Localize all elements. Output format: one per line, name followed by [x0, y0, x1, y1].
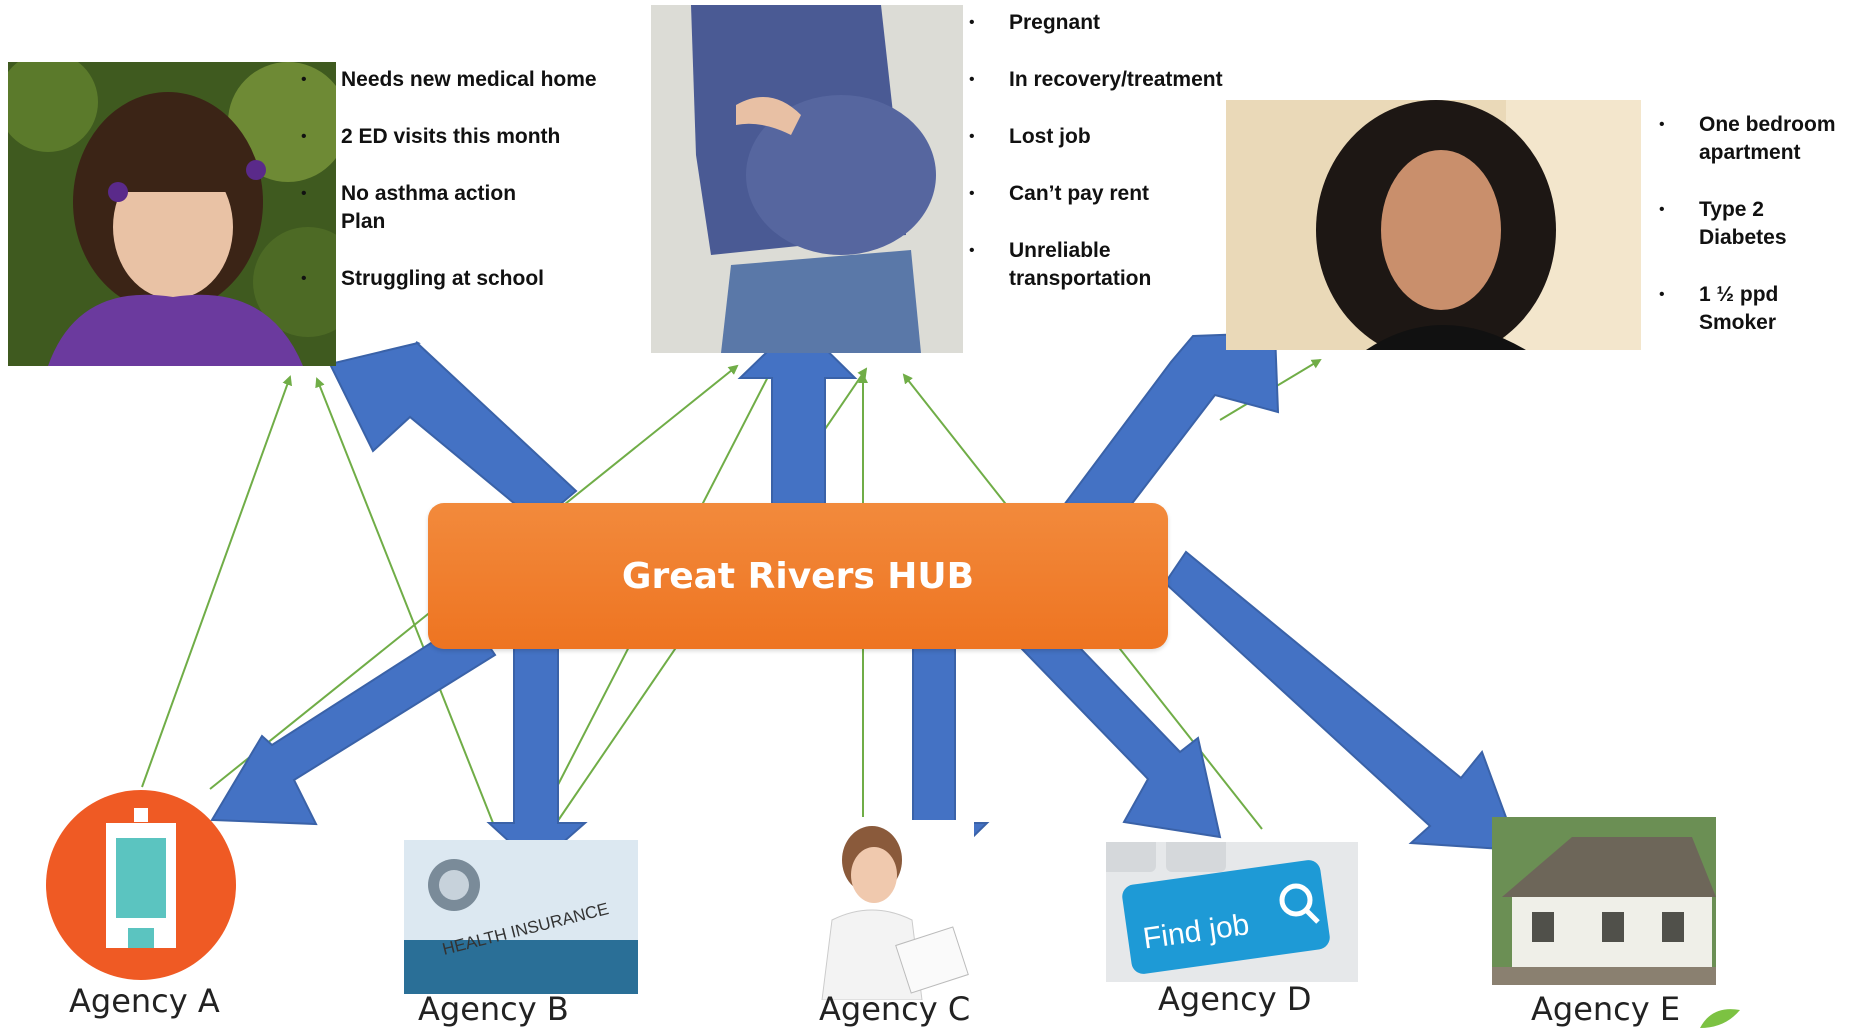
- need-item: •1 ½ ppd Smoker: [1659, 283, 1779, 334]
- house-icon: [1492, 817, 1716, 985]
- arrow-to-child: [328, 341, 578, 525]
- hospital-icon: [44, 788, 238, 982]
- woman-needs-list: •One bedroom apartment •Type 2 Diabetes …: [1659, 111, 1854, 366]
- agency-a-label: Agency A: [69, 982, 220, 1020]
- agency-e-label: Agency E: [1531, 990, 1681, 1028]
- arrow-to-agency-b: [486, 647, 588, 868]
- connector-line: [141, 375, 292, 788]
- need-item: •Can’t pay rent: [969, 182, 1150, 205]
- arrow-to-agency-a: [210, 616, 497, 826]
- child-needs-list: •Needs new medical home •2 ED visits thi…: [301, 66, 651, 322]
- health-insurance-icon: HEALTH INSURANCE: [404, 840, 638, 994]
- arrow-to-agency-e: [1163, 550, 1520, 852]
- agency-c-label: Agency C: [819, 990, 971, 1028]
- need-item: •Lost job: [969, 125, 1091, 148]
- doctor-icon: [802, 820, 974, 1000]
- need-item: •Needs new medical home: [301, 68, 597, 91]
- need-item: •Pregnant: [969, 11, 1101, 34]
- child-photo: [8, 62, 336, 366]
- connector-line: [315, 377, 496, 829]
- agency-b-label: Agency B: [418, 990, 569, 1028]
- pregnant-needs-list: •Pregnant •In recovery/treatment •Lost j…: [969, 9, 1309, 322]
- pregnant-photo: [651, 5, 963, 353]
- great-rivers-hub: Great Rivers HUB: [428, 503, 1168, 649]
- arrow-to-agency-d: [1020, 622, 1222, 839]
- need-item: •One bedroom apartment: [1659, 113, 1836, 164]
- need-item: •Unreliable transportation: [969, 239, 1152, 290]
- find-job-icon: Find job: [1106, 842, 1358, 982]
- need-item: •No asthma action Plan: [301, 182, 517, 233]
- woman-photo: [1226, 100, 1641, 350]
- need-item: •In recovery/treatment: [969, 68, 1223, 91]
- hub-label: Great Rivers HUB: [621, 555, 975, 597]
- agency-d-label: Agency D: [1158, 980, 1312, 1018]
- need-item: •Type 2 Diabetes: [1659, 198, 1787, 249]
- need-item: •2 ED visits this month: [301, 125, 561, 148]
- need-item: •Struggling at school: [301, 267, 544, 290]
